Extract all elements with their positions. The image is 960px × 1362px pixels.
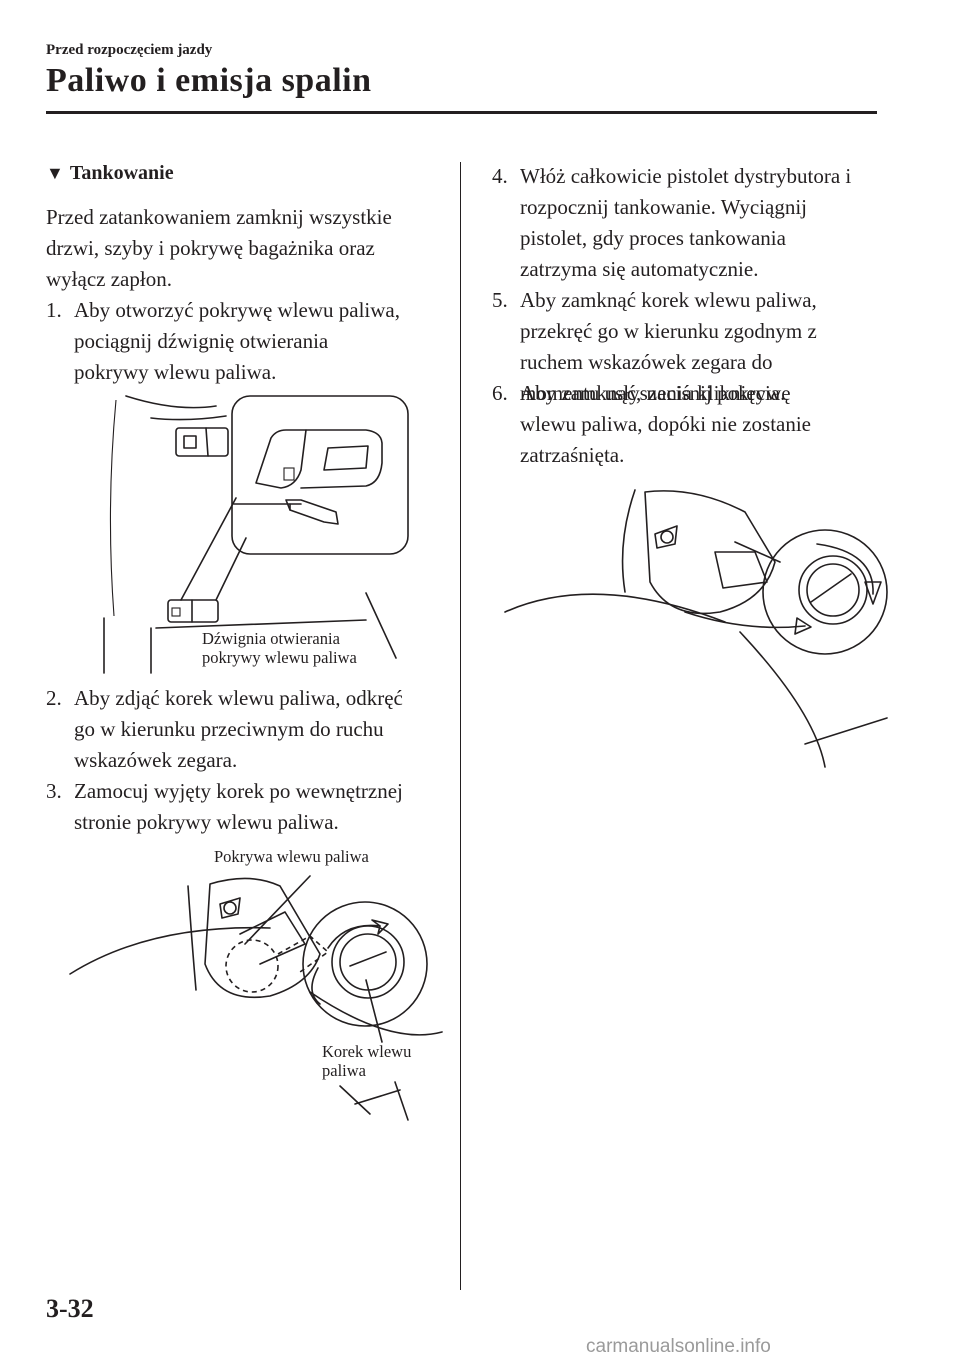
- step-4: 4. Włóż całkowicie pistolet dystrybutora…: [492, 164, 852, 281]
- watermark: carmanualsonline.info: [586, 1336, 771, 1357]
- step-5: 5. Aby zamknąć korek wlewu paliwa, przek…: [492, 288, 817, 405]
- page-title: Paliwo i emisja spalin: [46, 62, 372, 99]
- step-2: 2. Aby zdjąć korek wlewu paliwa, odkręć …: [46, 686, 403, 772]
- column-divider: [460, 162, 461, 1290]
- figure-fuel-lid-lever: [103, 395, 409, 674]
- label-fuel-lid: Pokrywa wlewu paliwa: [214, 847, 369, 866]
- intro-paragraph: Przed zatankowaniem zamknij wszystkie dr…: [46, 205, 392, 291]
- page-number: 3-32: [46, 1294, 94, 1323]
- section-heading: ▼Tankowanie: [46, 162, 174, 185]
- step-1: 1. Aby otworzyć pokrywę wlewu paliwa, po…: [46, 298, 400, 384]
- heading-text: Tankowanie: [69, 162, 174, 184]
- title-rule: [46, 111, 877, 114]
- section-label: Przed rozpoczęciem jazdy: [46, 42, 213, 58]
- label-fuel-lid-lever: Dźwignia otwierania pokrywy wlewu paliwa: [202, 629, 357, 667]
- figure-fuel-cap-stored: [69, 875, 443, 1121]
- label-fuel-cap: Korek wlewu paliwa: [322, 1042, 412, 1080]
- figure-fuel-cap-closing: [504, 489, 888, 768]
- step-3: 3. Zamocuj wyjęty korek po wewnętrznej s…: [46, 779, 403, 834]
- triangle-marker-icon: ▼: [46, 163, 64, 183]
- step-6: 6. Aby zamknąć, naciśnij pokrywę wlewu p…: [492, 381, 812, 467]
